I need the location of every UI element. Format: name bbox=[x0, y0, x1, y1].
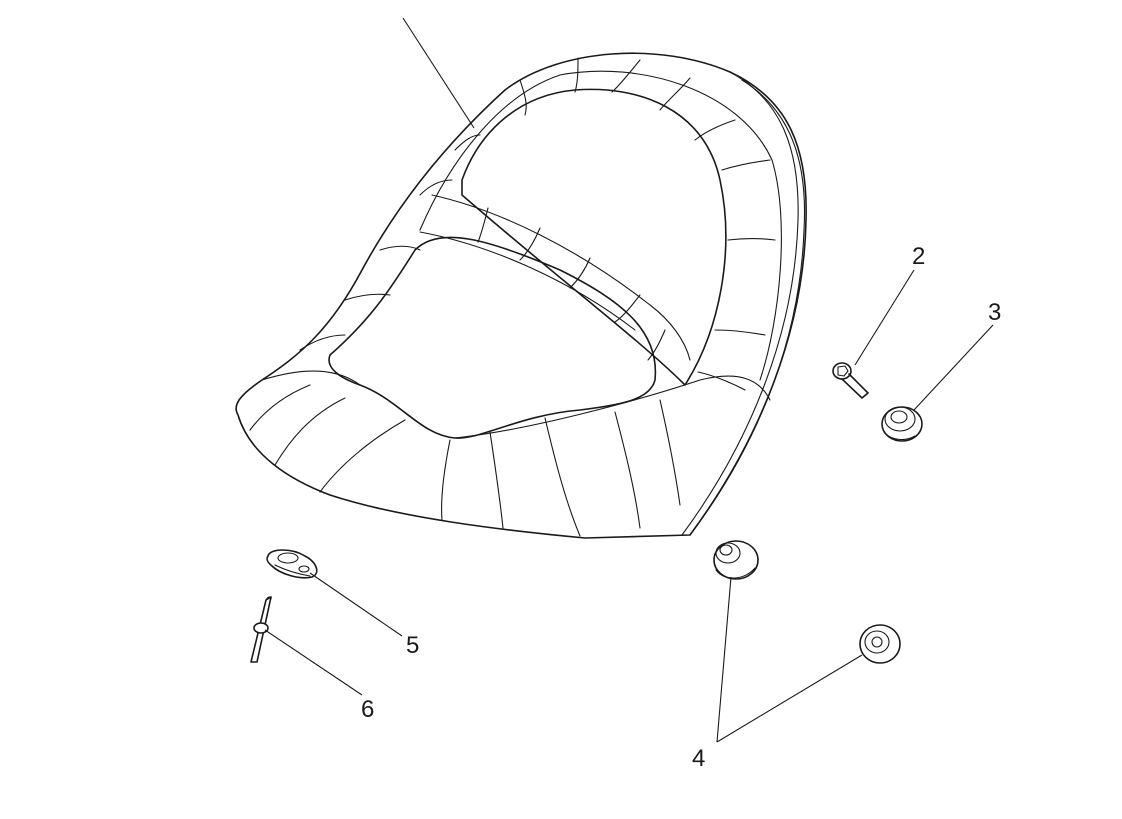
grommet-part-4b bbox=[859, 624, 901, 664]
bolt-part-2 bbox=[832, 362, 869, 399]
seat-backrest-panel bbox=[461, 88, 727, 386]
seat-back-edge bbox=[681, 71, 799, 536]
leader-2 bbox=[854, 269, 915, 366]
leader-5 bbox=[309, 572, 403, 637]
callout-labels: 2 3 4 5 6 bbox=[361, 243, 1001, 772]
nut-part-3 bbox=[881, 406, 923, 442]
rivet-part-6 bbox=[250, 596, 272, 663]
leader-lines bbox=[264, 17, 994, 743]
seat-front-skirt bbox=[261, 370, 361, 386]
clip-part-5 bbox=[266, 549, 318, 579]
grommet-part-4a bbox=[713, 540, 759, 580]
seat bbox=[235, 52, 807, 539]
callout-2: 2 bbox=[912, 243, 925, 270]
leader-3 bbox=[913, 324, 994, 411]
callout-3: 3 bbox=[988, 299, 1001, 326]
seat-pleats bbox=[249, 57, 776, 537]
seat-cushion-panel bbox=[328, 236, 657, 439]
callout-6: 6 bbox=[361, 696, 374, 723]
seat-side-skirt bbox=[454, 375, 771, 439]
seat-mid-band-bottom bbox=[419, 231, 636, 331]
leader-4b bbox=[716, 654, 863, 743]
leader-1 bbox=[402, 17, 475, 129]
seat-mid-band-top bbox=[431, 194, 691, 361]
callout-5: 5 bbox=[406, 632, 419, 659]
seat-backrest-band bbox=[419, 70, 782, 381]
seat-back-edge-inner bbox=[689, 79, 806, 536]
leader-4a bbox=[716, 576, 732, 743]
seat-outline bbox=[235, 52, 807, 539]
leader-6 bbox=[264, 629, 363, 696]
callout-4: 4 bbox=[692, 745, 705, 772]
